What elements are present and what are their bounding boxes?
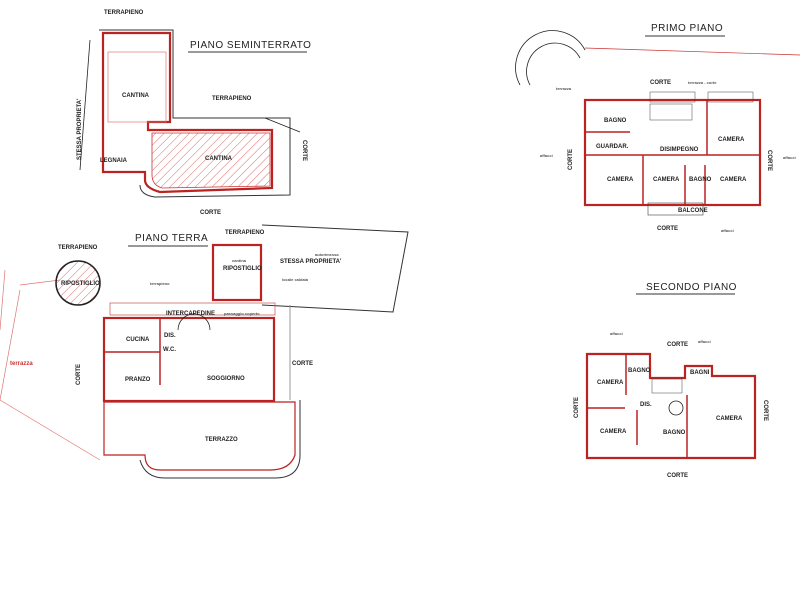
label: CAMERA xyxy=(653,177,680,183)
label: terrazza xyxy=(10,361,33,367)
label: BAGNO xyxy=(604,118,627,124)
label: CORTE xyxy=(574,397,580,418)
balcone xyxy=(647,202,704,216)
label: CORTE xyxy=(200,210,221,216)
plan-piano-terra: PIANO TERRA TERRAPIENO TERRAPIENO RIPOST… xyxy=(0,224,409,479)
terrazzo-outline xyxy=(103,401,296,471)
plan-seminterrato: PIANO SEMINTERRATO TERRAPIENO STESSA PRO… xyxy=(77,10,311,216)
label: RIPOSTIGLIO xyxy=(223,266,262,272)
label: GUARDAR. xyxy=(596,144,629,150)
intercapedine xyxy=(109,302,276,316)
label: passaggio coperto xyxy=(224,311,260,316)
label: CORTE xyxy=(292,361,313,367)
outer-wall xyxy=(101,31,274,194)
label: CORTE xyxy=(667,473,688,479)
label: TERRAPIENO xyxy=(104,10,144,16)
label: CORTE xyxy=(657,226,678,232)
label: CORTE xyxy=(650,80,671,86)
label: BAGNO xyxy=(689,177,712,183)
label: STESSA PROPRIETA' xyxy=(280,259,342,265)
main-building xyxy=(585,352,757,460)
label: TERRAPIENO xyxy=(58,245,98,251)
label: CAMERA xyxy=(597,380,624,386)
label: BAGNO xyxy=(663,430,686,436)
label: W.C. xyxy=(163,347,176,353)
label: CAMERA xyxy=(720,177,747,183)
label: terrazza - corte xyxy=(688,80,717,85)
plan-primo-piano: PRIMO PIANO CORTE terrazza - corte terra… xyxy=(515,23,800,233)
terrazza-outline xyxy=(0,269,101,461)
label: BALCONE xyxy=(678,208,708,214)
label: autorimessa xyxy=(315,252,339,257)
label: DISIMPEGNO xyxy=(660,147,699,153)
label: affacci xyxy=(721,228,734,233)
label: PRANZO xyxy=(125,377,151,383)
boundary-line xyxy=(79,39,91,171)
cantina-room xyxy=(107,51,167,123)
plan-title: PIANO TERRA xyxy=(135,233,208,244)
label: CAMERA xyxy=(716,416,743,422)
label: CORTE xyxy=(667,342,688,348)
plan-secondo-piano: SECONDO PIANO affacci affacci CORTE CAME… xyxy=(574,282,768,479)
label: RIPOSTIGLIO xyxy=(61,281,100,287)
grid-terrace xyxy=(649,91,696,103)
label: CORTE xyxy=(762,400,768,421)
label: affacci xyxy=(540,153,553,158)
label: CORTE xyxy=(76,364,82,385)
round-ripostiglio xyxy=(55,260,101,306)
spiral-stair xyxy=(177,313,211,331)
main-building xyxy=(102,316,276,403)
label: CAMERA xyxy=(600,429,627,435)
label: CANTINA xyxy=(122,93,150,99)
label: affacci xyxy=(610,331,623,336)
ripostiglio-room xyxy=(211,243,263,302)
label: CORTE xyxy=(766,150,772,171)
terrazzo-edge xyxy=(139,400,301,479)
round-stair xyxy=(515,30,586,86)
label: DIS. xyxy=(640,402,652,408)
label: CUCINA xyxy=(126,337,150,343)
label: terrapieno xyxy=(150,281,170,286)
label: DIS. xyxy=(164,333,176,339)
label: STESSA PROPRIETA' xyxy=(77,98,83,160)
autorimessa-outline xyxy=(261,224,409,313)
label: TERRAZZO xyxy=(205,437,238,443)
label: LEGNAIA xyxy=(100,158,128,164)
boundary-line xyxy=(264,117,301,133)
outer-wall-dark xyxy=(99,29,291,198)
label: CAMERA xyxy=(718,137,745,143)
label: CANTINA xyxy=(205,156,233,162)
stair xyxy=(649,103,693,121)
label: TERRAPIENO xyxy=(225,230,265,236)
label: affacci xyxy=(698,339,711,344)
stair xyxy=(651,378,683,394)
label: cantina xyxy=(232,258,247,263)
label: INTERCAPEDINE xyxy=(166,311,215,317)
label: SOGGIORNO xyxy=(207,376,245,382)
label: BAGNI xyxy=(690,370,710,376)
label: CORTE xyxy=(568,149,574,170)
main-building xyxy=(583,98,762,207)
grid-terrace xyxy=(707,91,754,103)
label: terrazza xyxy=(556,86,572,91)
spiral-stair xyxy=(668,400,684,416)
label: affacci xyxy=(783,155,796,160)
label: CORTE xyxy=(301,140,307,161)
label: BAGNO xyxy=(628,368,651,374)
label: locale caldaia xyxy=(282,277,309,282)
plan-title: PIANO SEMINTERRATO xyxy=(190,40,311,51)
hatched-cantina xyxy=(151,132,271,189)
terrace-edge xyxy=(584,47,800,56)
plan-title: PRIMO PIANO xyxy=(651,23,723,34)
label: TERRAPIENO xyxy=(212,96,252,102)
plan-title: SECONDO PIANO xyxy=(646,282,737,293)
label: CAMERA xyxy=(607,177,634,183)
